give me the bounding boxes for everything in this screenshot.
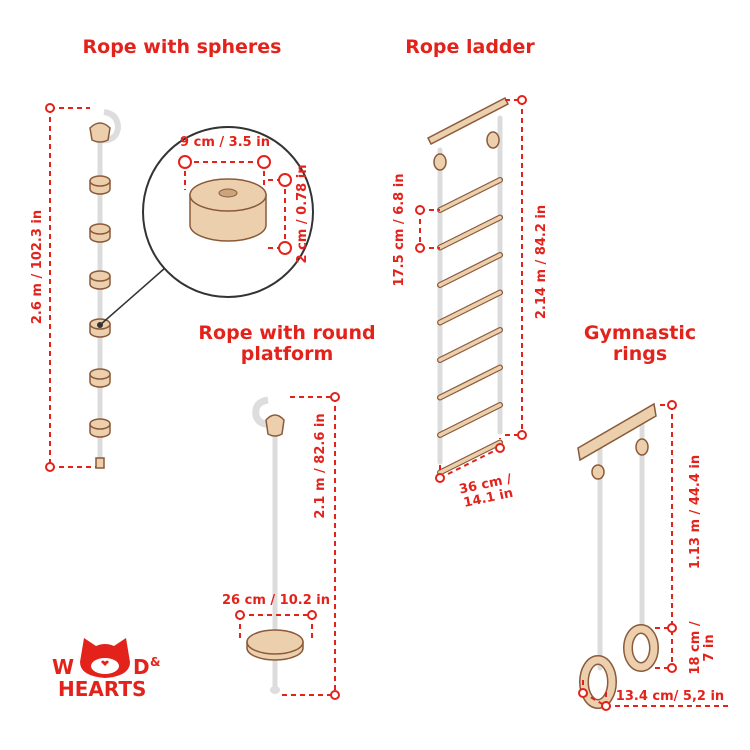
title-line: rings <box>612 343 668 365</box>
svg-text:W: W <box>52 655 74 679</box>
title-line: Rope with round <box>198 322 376 344</box>
ladder-rung-fill <box>438 290 502 325</box>
ladder-rung-fill <box>438 403 502 437</box>
spheres-length-dimension <box>45 103 96 472</box>
ladder-rung-fill <box>438 328 502 362</box>
title-line: Gymnastic <box>583 322 697 344</box>
sphere <box>89 223 111 243</box>
ladder-rung-fill <box>438 178 502 212</box>
spheres-length-label: 2.6 m / 102.3 in <box>30 209 45 325</box>
platform-dimensions <box>235 392 340 700</box>
title-rope-with-spheres: Rope with spheres <box>82 36 282 58</box>
rings-length-label: 1.13 m / 44.4 in <box>688 454 703 570</box>
ring-height-label: 18 cm / 7 in <box>688 621 717 675</box>
rope-ladder <box>426 96 510 476</box>
sphere <box>89 368 111 388</box>
label-line: 18 cm / <box>688 621 703 675</box>
platform-length-label: 2.1 m / 82.6 in <box>313 413 328 519</box>
ladder-rung-fill <box>438 365 502 400</box>
ladder-rung-fill <box>438 440 502 475</box>
ladder-length-label: 2.14 m / 84.2 in <box>534 204 549 320</box>
sphere-diameter-label: 9 cm / 3.5 in <box>180 135 270 150</box>
rings-dimensions <box>578 400 730 711</box>
svg-text:HEARTS: HEARTS <box>58 677 146 701</box>
ladder-rung-fill <box>438 215 502 250</box>
sphere-height-label: 2 cm / 0.78 in <box>295 164 310 264</box>
platform-diameter-label: 26 cm / 10.2 in <box>222 593 330 608</box>
ladder-dimensions <box>415 95 527 483</box>
sphere-detail-callout <box>97 126 314 328</box>
sphere <box>89 270 111 290</box>
svg-text:&: & <box>150 655 160 669</box>
gymnastic-rings <box>577 402 659 709</box>
label-line: 7 in <box>702 634 717 662</box>
title-line: platform <box>240 343 334 365</box>
title-gymnastic-rings: Gymnastic rings <box>584 323 696 365</box>
rope-with-spheres <box>89 109 122 469</box>
ladder-rung-fill <box>438 253 502 287</box>
svg-text:D: D <box>133 655 150 679</box>
title-rope-with-platform: Rope with round platform <box>198 323 375 365</box>
ladder-rung-spacing-label: 17.5 cm / 6.8 in <box>392 173 407 287</box>
title-rope-ladder: Rope ladder <box>405 36 535 58</box>
rope-with-platform <box>246 396 304 694</box>
hanger-knot <box>89 122 111 143</box>
ring-width-label: 13.4 cm/ 5,2 in <box>615 689 725 704</box>
sphere <box>89 175 111 195</box>
sphere <box>89 418 111 438</box>
wood-and-hearts-logo: W D & HEARTS <box>52 638 160 701</box>
